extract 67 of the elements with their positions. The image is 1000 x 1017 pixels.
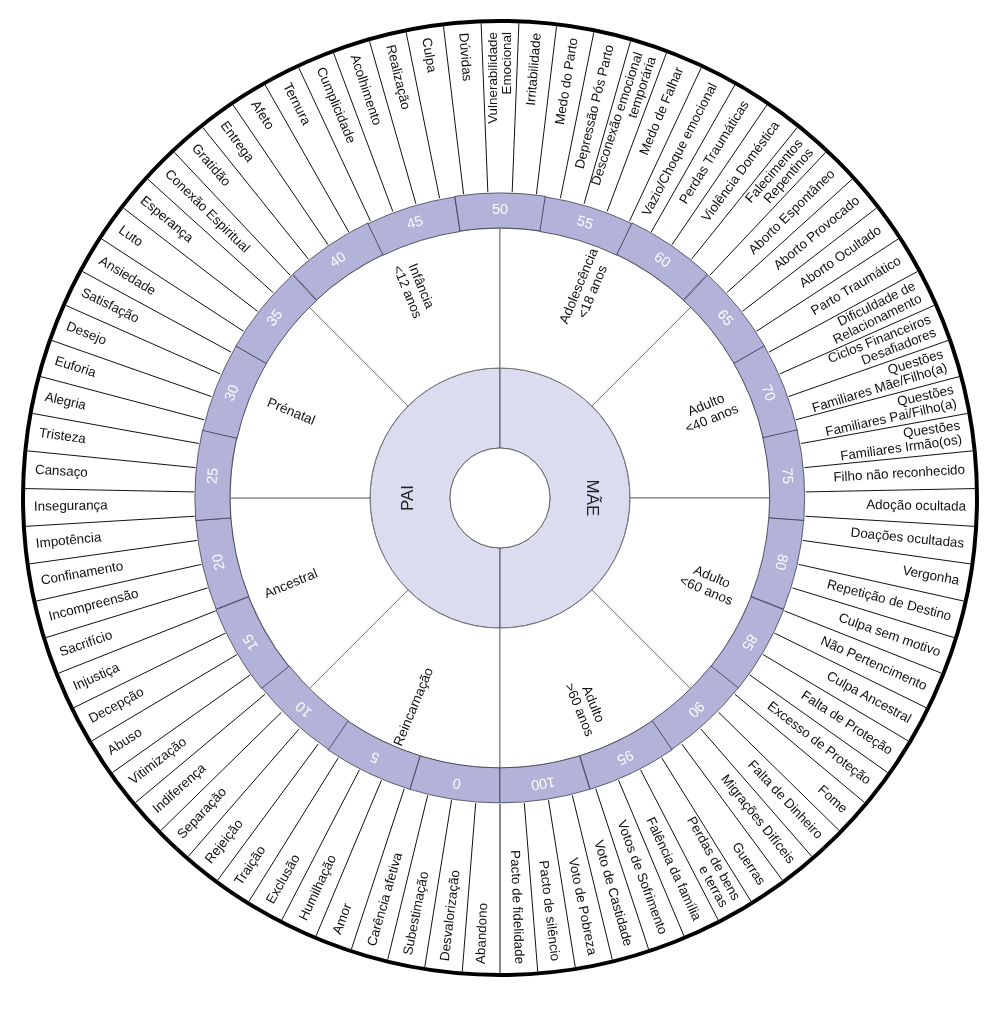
- topic-label: Alegria: [43, 389, 88, 413]
- scale-number: 80: [771, 552, 791, 572]
- topic-label: Voto de Pobreza: [565, 856, 600, 957]
- scale-segment: [651, 665, 740, 751]
- parent-label: MÃE: [582, 479, 602, 517]
- scale-segment: [366, 195, 461, 256]
- topic-label: Filho não reconhecido: [833, 463, 966, 486]
- sector-label: Adulto <60 anos: [677, 561, 736, 609]
- scale-number: 85: [738, 631, 761, 653]
- parent-label: PAI: [398, 484, 418, 512]
- inner-sector: [499, 227, 692, 408]
- scale-segment: [291, 222, 384, 301]
- scale-number: 30: [221, 382, 243, 404]
- topic-label: Doações ocultadas: [849, 525, 965, 552]
- scale-number: 70: [757, 382, 779, 404]
- scale-number: 35: [263, 307, 286, 330]
- scale-number: 55: [574, 212, 595, 233]
- scale-number: 95: [614, 746, 636, 768]
- scale-segment: [453, 192, 547, 232]
- scale-segment: [409, 755, 501, 804]
- scale-segment: [762, 429, 806, 522]
- scale-segment: [234, 273, 318, 364]
- scale-segment: [682, 273, 765, 364]
- topic-label: Luto: [115, 222, 146, 250]
- topic-label: Cansaço: [34, 463, 88, 481]
- scale-segment: [616, 222, 709, 301]
- scale-number: 10: [292, 697, 316, 721]
- topic-label: Confinamento: [40, 559, 125, 589]
- inner-half-ring: [499, 367, 631, 629]
- scale-number: 45: [405, 212, 426, 233]
- inner-half-ring: [369, 367, 501, 629]
- scale-number: 75: [778, 467, 796, 486]
- scale-number: 60: [651, 249, 674, 272]
- topic-label: Desvalorização: [437, 868, 463, 962]
- scale-number: 65: [714, 307, 737, 330]
- topic-label: Insegurança: [33, 498, 108, 515]
- topic-label: Pacto de silêncio: [536, 859, 563, 962]
- topic-label: Impotência: [35, 530, 103, 552]
- topic-label: Adoção ocultada: [866, 498, 967, 515]
- topic-label: Euforia: [52, 354, 98, 381]
- topic-label: Pacto de fidelidade: [506, 849, 526, 964]
- scale-number: 100: [529, 773, 557, 793]
- center-circle: [449, 447, 551, 549]
- topic-label: Abandono: [474, 902, 492, 964]
- scale-number: 25: [204, 467, 222, 486]
- scale-number: 15: [239, 631, 262, 653]
- sector-label: Adulto <40 anos: [681, 388, 741, 436]
- scale-segment: [194, 517, 250, 611]
- scale-number: 0: [451, 774, 463, 792]
- scale-number: 20: [209, 552, 229, 572]
- scale-number: 5: [368, 748, 383, 767]
- scale-number: 50: [491, 202, 509, 218]
- scale-number: 40: [326, 249, 349, 272]
- topic-label: Culpa: [419, 36, 439, 74]
- topic-label: Vulnerabilidade Emocional: [485, 32, 515, 124]
- scale-segment: [260, 665, 349, 751]
- scale-number: 90: [684, 697, 708, 721]
- scale-segment: [194, 429, 238, 522]
- scale-segment: [750, 517, 806, 611]
- topic-label: Irritabilidade: [524, 32, 545, 107]
- topic-label: Vergonha: [900, 563, 960, 589]
- scale-segment: [201, 344, 268, 439]
- scale-segment: [499, 755, 591, 804]
- sector-label: Adulto >60 anos: [562, 679, 610, 739]
- topic-label: Medo do Parto: [552, 36, 581, 126]
- topic-label: Dúvidas: [455, 32, 474, 83]
- topic-label: Tristeza: [37, 426, 87, 448]
